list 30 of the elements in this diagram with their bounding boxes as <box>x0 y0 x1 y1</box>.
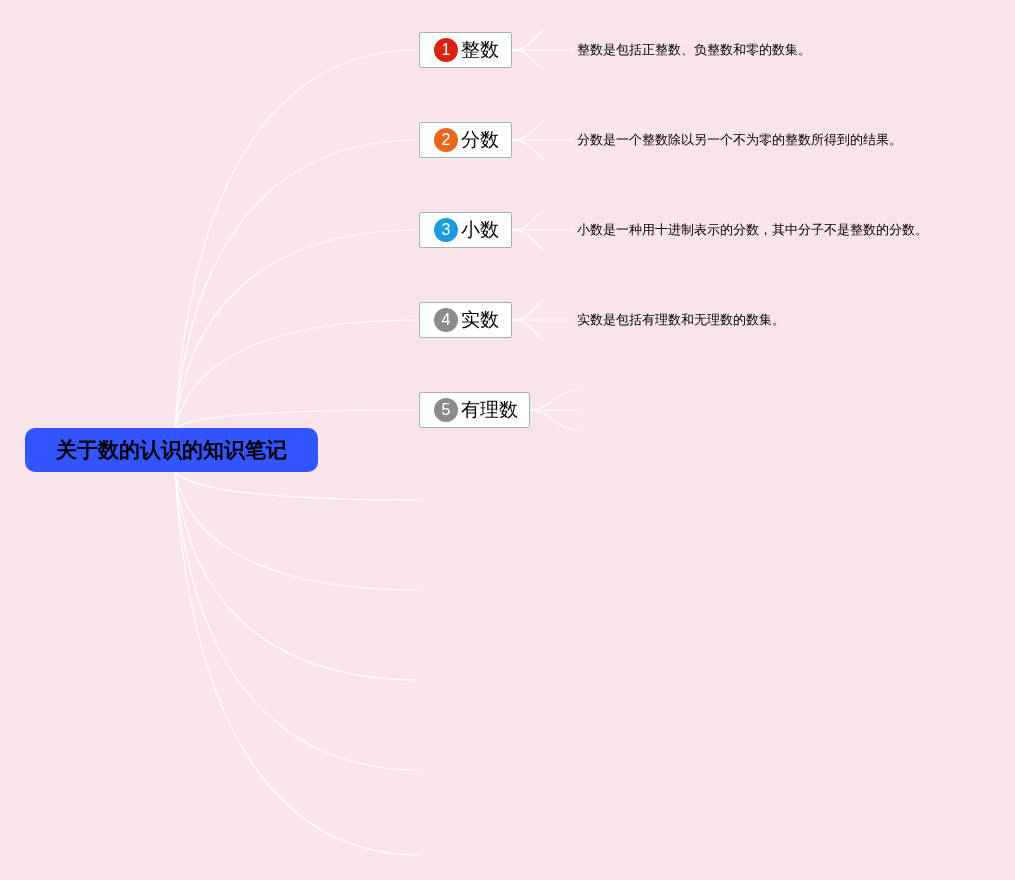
note-text: 小数是一种用十进制表示的分数，其中分子不是整数的分数。 <box>577 221 928 239</box>
branch-line <box>174 471 421 856</box>
topic-label: 小数 <box>461 218 499 242</box>
topic-label: 分数 <box>461 128 499 152</box>
topic-box <box>419 392 530 428</box>
branch-line <box>511 49 547 71</box>
branch-line <box>174 471 421 501</box>
number-circle: 3 <box>434 218 458 242</box>
central-topic-box <box>25 428 318 472</box>
number-circle: 1 <box>434 38 458 62</box>
number-circle: 4 <box>434 308 458 332</box>
central-topic-label: 关于数的认识的知识笔记 <box>56 437 287 463</box>
note-text: 实数是包括有理数和无理数的数集。 <box>577 311 785 329</box>
branch-line <box>511 139 547 161</box>
number-circle: 2 <box>434 128 458 152</box>
branch-line <box>511 229 547 251</box>
branch-line <box>511 319 547 341</box>
branch-line <box>529 409 581 431</box>
topic-label: 实数 <box>461 308 499 332</box>
branch-line <box>174 409 420 429</box>
topic-box <box>419 302 512 338</box>
note-text: 分数是一个整数除以另一个不为零的整数所得到的结果。 <box>577 131 902 149</box>
topic-box <box>419 212 512 248</box>
topic-label: 有理数 <box>461 398 518 422</box>
branch-line <box>174 319 420 429</box>
topic-box <box>419 122 512 158</box>
topic-box <box>419 32 512 68</box>
topic-label: 整数 <box>461 38 499 62</box>
number-circle: 5 <box>434 398 458 422</box>
note-text: 整数是包括正整数、负整数和零的数集。 <box>577 41 811 59</box>
